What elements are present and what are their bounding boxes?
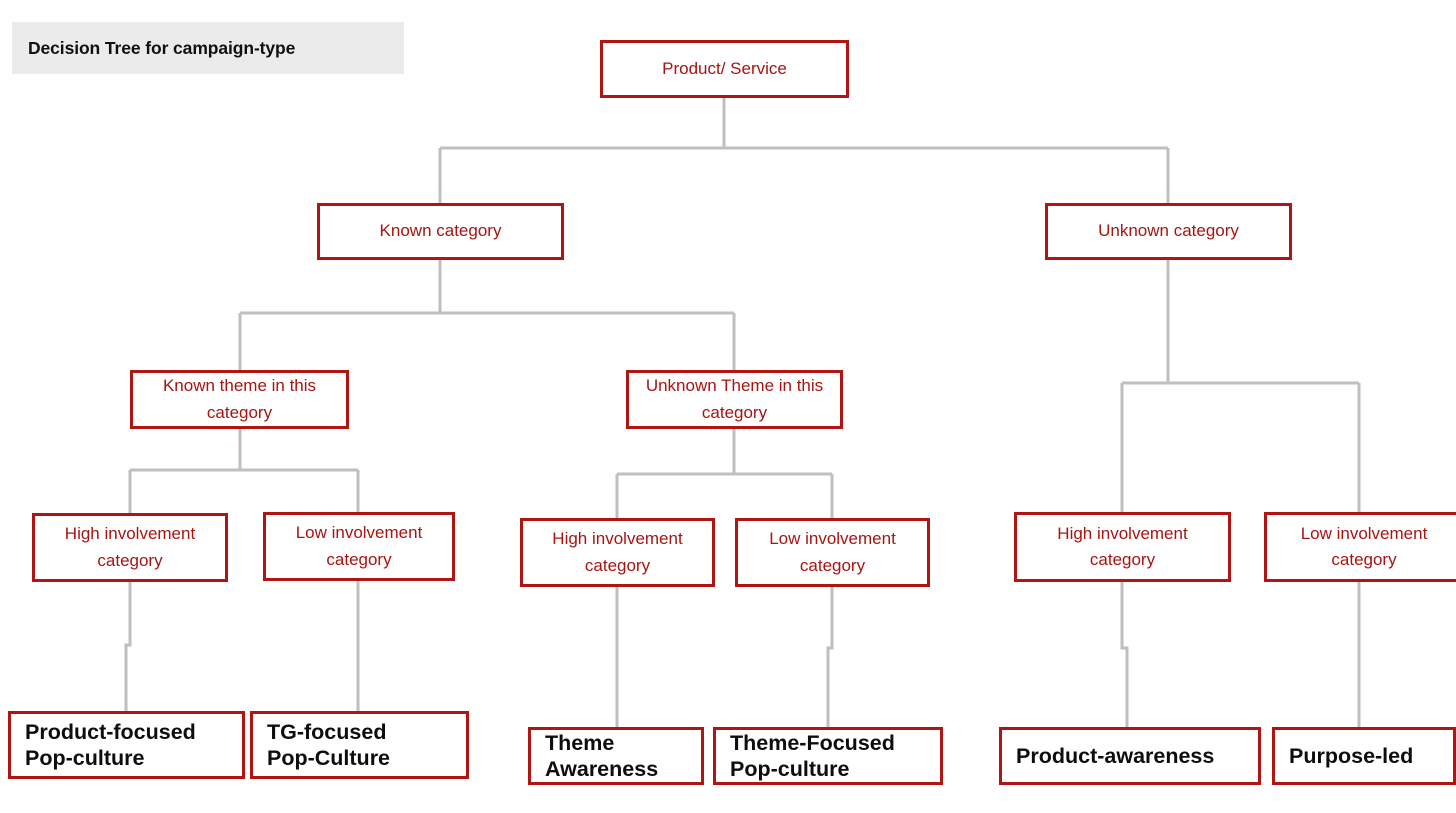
page-title: Decision Tree for campaign-type <box>28 37 296 58</box>
edge-kt-high-to-leaf <box>124 581 132 712</box>
node-known-category-label: Known category <box>379 221 502 241</box>
node-uc-low-involvement-label: Low involvement category <box>1300 523 1428 569</box>
edge-ut-low-to-leaf <box>826 586 834 728</box>
node-uc-high-involvement[interactable]: High involvement category <box>1014 512 1231 582</box>
node-root[interactable]: Product/ Service <box>600 40 849 98</box>
node-uc-high-involvement-label: High involvement category <box>1057 523 1188 569</box>
leaf-purpose-led[interactable]: Purpose-led <box>1272 727 1456 785</box>
node-ut-high-involvement[interactable]: High involvement category <box>520 518 715 587</box>
node-ut-low-involvement-label: Low involvement category <box>769 529 896 575</box>
node-kt-low-involvement[interactable]: Low involvement category <box>263 512 455 581</box>
leaf-product-awareness[interactable]: Product-awareness <box>999 727 1261 785</box>
leaf-purpose-led-label: Purpose-led <box>1289 743 1414 768</box>
node-known-theme[interactable]: Known theme in this category <box>130 370 349 429</box>
node-ut-low-involvement[interactable]: Low involvement category <box>735 518 930 587</box>
node-root-label: Product/ Service <box>662 58 787 78</box>
node-unknown-theme-label: Unknown Theme in this category <box>645 376 824 422</box>
node-unknown-category[interactable]: Unknown category <box>1045 203 1292 260</box>
diagram-title-badge: Decision Tree for campaign-type <box>12 22 404 74</box>
node-kt-low-involvement-label: Low involvement category <box>295 523 423 569</box>
edge-uc-high-to-leaf <box>1120 581 1129 728</box>
node-ut-high-involvement-label: High involvement category <box>552 529 683 575</box>
node-uc-low-involvement[interactable]: Low involvement category <box>1264 512 1456 582</box>
node-kt-high-involvement-label: High involvement category <box>64 524 196 570</box>
node-known-theme-label: Known theme in this category <box>162 376 317 422</box>
leaf-product-awareness-label: Product-awareness <box>1016 743 1215 768</box>
node-kt-high-involvement[interactable]: High involvement category <box>32 513 228 582</box>
node-unknown-category-label: Unknown category <box>1098 221 1239 241</box>
node-known-category[interactable]: Known category <box>317 203 564 260</box>
node-unknown-theme[interactable]: Unknown Theme in this category <box>626 370 843 429</box>
